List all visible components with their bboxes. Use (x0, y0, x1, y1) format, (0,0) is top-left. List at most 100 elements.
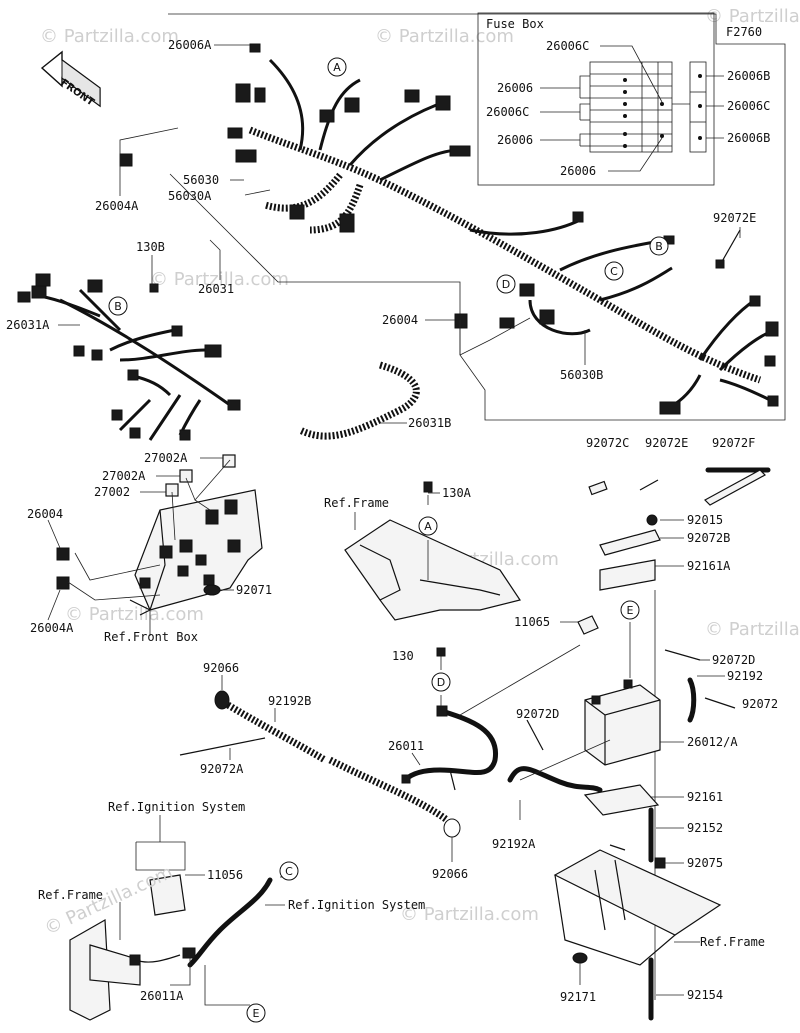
part-label: 92192A (492, 837, 536, 851)
watermark: © Partzilla.com (400, 904, 539, 925)
ref-label: Ref.Frame (38, 888, 103, 902)
pad-92161A (599, 559, 656, 591)
bolt-130A (423, 481, 433, 493)
svg-text:B: B (114, 300, 122, 313)
part-label: 26011 (388, 739, 424, 753)
tube-92192B (214, 675, 461, 862)
plate-92072B (599, 529, 661, 556)
part-label: 11056 (207, 868, 243, 882)
fuse-label: 26006 (497, 81, 533, 95)
callout-A: A (418, 516, 438, 536)
watermark: © Partzilla.com (150, 269, 289, 290)
part-label: 26004 (27, 507, 63, 521)
connector-26004-front (56, 547, 70, 561)
callout-D: D (431, 672, 451, 692)
callout-E: E (246, 1003, 266, 1023)
part-label: 27002 (94, 485, 130, 499)
ref-label: Ref.Frame (700, 935, 765, 949)
part-label: 92072D (516, 707, 559, 721)
fuse-label: 26006C (546, 39, 589, 53)
part-label: 92066 (203, 661, 239, 675)
part-label: 92154 (687, 988, 723, 1002)
tie-92072A (179, 737, 266, 760)
fuse-label: 26006C (727, 99, 770, 113)
ignition-area (69, 815, 288, 1021)
part-label: 26031 (198, 282, 234, 296)
part-label: 130B (136, 240, 165, 254)
svg-text:A: A (424, 520, 432, 533)
callout-A: A (327, 57, 347, 77)
ref-label: Ref.Frame (324, 496, 389, 510)
callout-B: B (649, 236, 669, 256)
svg-text:C: C (285, 865, 293, 878)
callout-B: B (108, 296, 128, 316)
fuse-box-frame (477, 12, 715, 186)
part-label: 56030 (183, 173, 219, 187)
connector-26004A-front (56, 576, 70, 590)
svg-text:E: E (253, 1007, 260, 1020)
part-label: 92075 (687, 856, 723, 870)
grommet-92071 (203, 584, 221, 596)
part-label: 92161 (687, 790, 723, 804)
part-label: 92072C (586, 436, 629, 450)
callout-E: E (620, 600, 640, 620)
svg-text:D: D (502, 278, 510, 291)
part-label: 26004A (30, 621, 74, 635)
tie-92072E (719, 229, 741, 266)
callout-D: D (496, 274, 516, 294)
watermark: © Partzilla.com (705, 6, 800, 27)
part-label: 92192B (268, 694, 311, 708)
svg-text:C: C (610, 265, 618, 278)
connector-26004 (454, 313, 468, 329)
part-label: 11065 (514, 615, 550, 629)
watermark: © Partzilla.com (375, 26, 514, 47)
svg-text:D: D (437, 676, 445, 689)
watermark: © Partzilla.com (65, 604, 204, 625)
part-label: 130A (442, 486, 472, 500)
part-label: 92066 (432, 867, 468, 881)
ref-label: Ref.Front Box (104, 630, 198, 644)
cap-11065 (577, 615, 599, 635)
front-arrow: FRONT (40, 50, 101, 108)
svg-text:A: A (333, 61, 341, 74)
grommet-92171 (572, 952, 588, 964)
fuse-label: 26006B (727, 69, 770, 83)
part-label: 130 (392, 649, 414, 663)
part-label: 92072A (200, 762, 244, 776)
part-label: 92072E (645, 436, 688, 450)
part-label: 92072E (713, 211, 756, 225)
part-label: 56030A (168, 189, 212, 203)
harness-leaders (58, 44, 741, 424)
part-label: 27002A (102, 469, 146, 483)
part-label: 26031B (408, 416, 451, 430)
nut-92015 (646, 514, 658, 526)
watermark: © Partzilla.com (705, 619, 800, 640)
fuse-label: 26006B (727, 131, 770, 145)
svg-text:B: B (655, 240, 663, 253)
svg-text:E: E (627, 604, 634, 617)
front-box (47, 454, 263, 636)
fuse-label: 26006 (497, 133, 533, 147)
part-label: 92072 (742, 697, 778, 711)
part-label: 92161A (687, 559, 731, 573)
callout-C: C (604, 261, 624, 281)
ref-label: Ref.Ignition System (288, 898, 425, 912)
fuse-box-title: Fuse Box (486, 17, 544, 31)
ref-label: Ref.Ignition System (108, 800, 245, 814)
part-label: 92072B (687, 531, 730, 545)
part-label: 92071 (236, 583, 272, 597)
watermark: © Partzilla.com (40, 26, 179, 47)
fuse-box: Fuse Box 26006C 26006 26006C 26006 26006 (477, 12, 770, 186)
harness-outline (168, 13, 786, 421)
part-label: 26031A (6, 318, 50, 332)
harness-26031A (17, 273, 241, 441)
part-label: 27002A (144, 451, 188, 465)
part-label: 26006A (168, 38, 212, 52)
reference-labels: Ref.Frame Ref.Front Box Ref.Ignition Sys… (38, 496, 765, 949)
fuse-label: 26006 (560, 164, 596, 178)
callout-C: C (279, 861, 299, 881)
battery-area (507, 467, 771, 1000)
main-harness-26031 (119, 43, 779, 415)
pad-92161 (583, 784, 660, 816)
